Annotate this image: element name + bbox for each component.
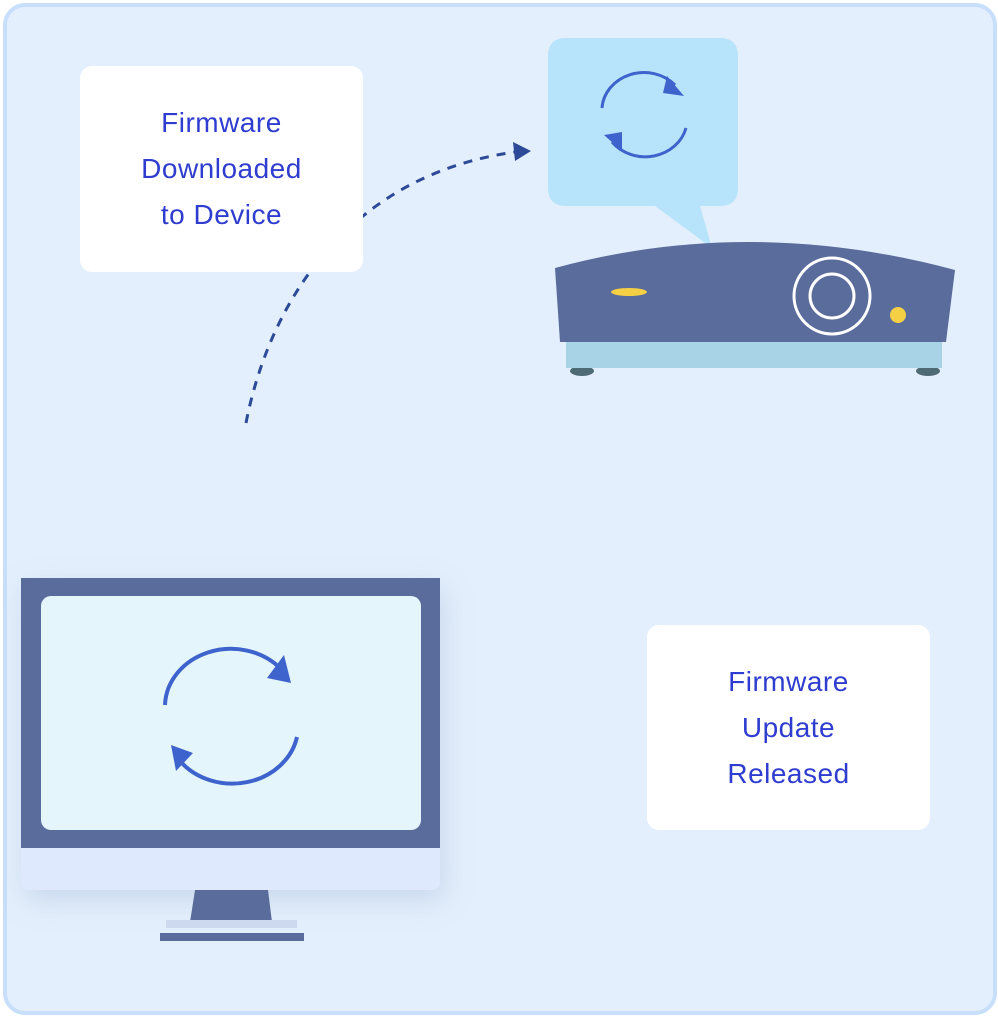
device-speech-bubble — [548, 38, 738, 248]
monitor — [21, 578, 440, 941]
label-line: Update — [741, 711, 836, 743]
status-light-icon — [611, 288, 647, 296]
lens-icon — [792, 256, 872, 336]
label-line: Released — [727, 757, 850, 789]
projector-device — [555, 241, 955, 376]
sync-arrowhead — [604, 132, 622, 151]
firmware-downloaded-label: Firmware Downloaded to Device — [80, 66, 363, 272]
monitor-screen — [41, 596, 421, 830]
sync-icon — [163, 646, 299, 786]
power-light-icon — [890, 307, 906, 323]
label-line: Downloaded — [141, 153, 302, 184]
label-line: to Device — [160, 199, 283, 230]
label-line: Firmware — [161, 107, 282, 138]
sync-arrowhead — [663, 76, 684, 96]
firmware-update-released-label: Firmware Update Released — [647, 625, 930, 830]
label-line: Firmware — [728, 665, 849, 697]
